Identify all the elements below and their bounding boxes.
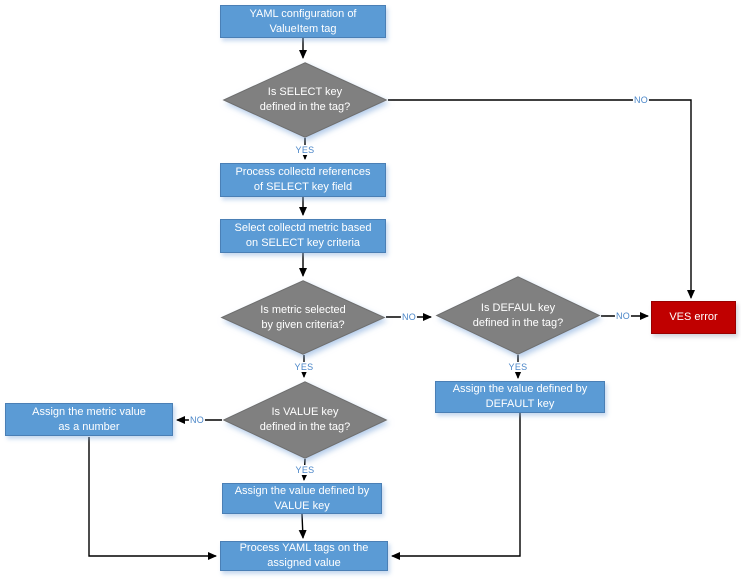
edge-label-isdefault-yes: YES [507, 362, 529, 372]
node-assign-default: Assign the value defined by DEFAULT key [435, 381, 605, 413]
node-is-select-key: Is SELECT key defined in the tag? [222, 62, 388, 138]
node-label: Assign the metric value as a number [32, 405, 146, 433]
edge-label-ismetric-no: NO [400, 312, 418, 322]
node-label: Process collectd references of SELECT ke… [235, 166, 371, 193]
node-label: Assign the value defined by VALUE key [234, 484, 370, 512]
edge-label-select-no: NO [632, 95, 650, 105]
node-select-metric: Select collectd metric based on SELECT k… [220, 219, 386, 253]
node-label: Select collectd metric based on SELECT k… [234, 222, 372, 249]
node-label: YAML configuration of ValueItem tag [249, 7, 357, 35]
connector-default-to-processtags [391, 413, 521, 560]
connector-number-to-processtags [88, 437, 217, 560]
diamond-shape [222, 381, 388, 459]
edge-label-isdefault-no: NO [614, 311, 632, 321]
node-assign-number: Assign the metric value as a number [5, 403, 173, 436]
node-label: Process YAML tags on the assigned value [239, 542, 369, 569]
diamond-shape [220, 280, 386, 355]
diamond-shape [435, 276, 601, 355]
node-ves-error: VES error [651, 301, 736, 334]
connector-select-no [388, 99, 695, 299]
node-start: YAML configuration of ValueItem tag [220, 5, 386, 38]
node-label: VES error [669, 311, 718, 323]
node-process-references: Process collectd references of SELECT ke… [220, 163, 386, 197]
edge-label-isvalue-no: NO [188, 415, 206, 425]
node-is-value-key: Is VALUE key defined in the tag? [222, 381, 388, 459]
node-label: Is DEFAUL key defined in the tag? [472, 301, 564, 329]
edge-label-isvalue-yes: YES [294, 465, 316, 475]
node-process-tags: Process YAML tags on the assigned value [220, 541, 388, 571]
node-label: Assign the value defined by DEFAULT key [452, 383, 588, 410]
diamond-shape [222, 62, 388, 138]
node-is-default-key: Is DEFAUL key defined in the tag? [435, 276, 601, 355]
edge-label-ismetric-yes: YES [293, 362, 315, 372]
node-label: Is SELECT key defined in the tag? [259, 86, 351, 113]
node-assign-value: Assign the value defined by VALUE key [222, 483, 382, 514]
edge-label-select-yes: YES [294, 145, 316, 155]
connector-value-to-processtags [298, 513, 307, 539]
node-is-metric-selected: Is metric selected by given criteria? [220, 280, 386, 355]
node-label: Is metric selected by given criteria? [260, 303, 346, 331]
node-label: Is VALUE key defined in the tag? [259, 406, 351, 433]
